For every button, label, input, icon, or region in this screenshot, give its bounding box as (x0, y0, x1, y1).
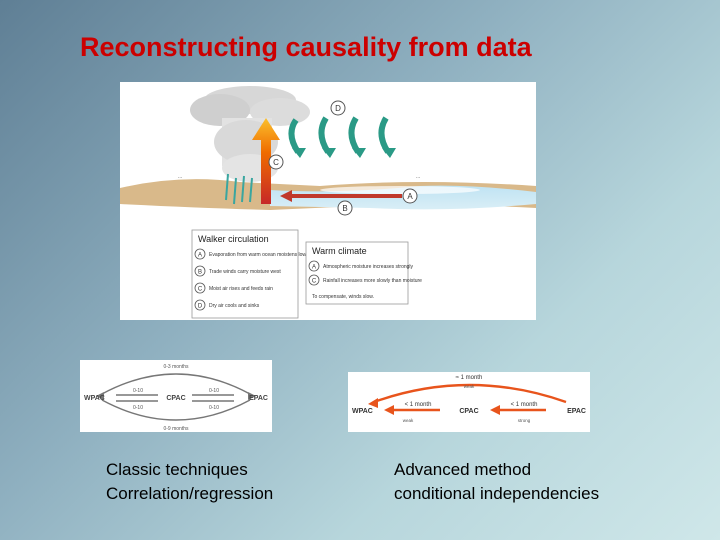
sinking-air-arrows (288, 116, 391, 154)
legend-walker-item-text: Trade winds carry moisture west (209, 269, 281, 275)
rain-streaks (225, 173, 253, 205)
legend-warm-item-text: Atmospheric moisture increases strongly (323, 264, 414, 270)
advanced-left-label: < 1 month (405, 402, 432, 408)
classic-left-lower-label: 0-10 (133, 405, 143, 411)
classic-top-label: 0-3 months (163, 364, 189, 370)
advanced-arrow-heads (368, 398, 500, 415)
advanced-top-label: ≈ 1 month (456, 375, 483, 381)
sinking-arrow-heads (292, 148, 396, 158)
legend-walker-item-c: C Moist air rises and feeds rain (194, 282, 273, 294)
advanced-right-label: < 1 month (511, 402, 538, 408)
legend-warm-item-text: Rainfall increases more slowly than mois… (323, 278, 422, 284)
advanced-network-graph: ≈ 1 month weak WPAC CPAC EPAC < 1 month … (352, 375, 586, 423)
advanced-link-arrows (373, 383, 567, 412)
legend-warm-item-marker: A (312, 265, 316, 271)
legend-walker-circulation: Walker circulation (191, 229, 299, 319)
svg-text:C: C (273, 158, 279, 167)
legend-walker-item-d: D Dry air cools and sinks (194, 299, 260, 311)
advanced-top-strength: weak (464, 384, 475, 389)
marker-a: A (402, 188, 418, 204)
classic-network-diagram: 0-3 months 0-9 months WPAC CPAC EPAC 0-1… (80, 360, 272, 432)
svg-text:A: A (407, 192, 413, 201)
legend-walker-item-marker: A (198, 253, 202, 259)
classic-right-lower-label: 0-10 (209, 405, 219, 411)
classic-bottom-label: 0-9 months (163, 426, 189, 432)
classic-network-graph: 0-3 months 0-9 months WPAC CPAC EPAC 0-1… (84, 364, 268, 432)
classic-node-west: WPAC (84, 395, 105, 402)
svg-text:To compensate, winds slow.: To compensate, winds slow. (312, 294, 374, 300)
rising-air-arrow (252, 118, 280, 204)
classic-right-upper-label: 0-10 (209, 388, 219, 394)
legend-walker-item-text: Dry air cools and sinks (209, 303, 260, 309)
legend-walker-item-text: Evaporation from warm ocean moistens low… (209, 252, 338, 258)
advanced-node-west: WPAC (352, 408, 373, 415)
legend-warm-item-a: A Atmospheric moisture increases strongly (308, 260, 414, 272)
marker-b: B (337, 200, 353, 216)
classic-node-center: CPAC (166, 395, 185, 402)
walker-circulation-illustration: D C B A ... ... Walker circulation A Evap… (120, 86, 536, 319)
legend-warm-item-marker: C (312, 279, 317, 285)
svg-text:Warm climate: Warm climate (312, 246, 367, 256)
legend-walker-item-a: A Evaporation from warm ocean moistens lo… (194, 248, 338, 260)
advanced-network-diagram: ≈ 1 month weak WPAC CPAC EPAC < 1 month … (348, 372, 590, 432)
classic-node-east: EPAC (249, 395, 268, 402)
caption-right-line2: conditional independencies (394, 484, 600, 503)
legend-walker-item-marker: C (198, 287, 203, 293)
classic-arrow-heads (96, 392, 256, 400)
walker-circulation-figure: D C B A ... ... Walker circulation A Evap… (120, 82, 536, 320)
legend-warm-climate: Warm climate To compensate, winds slow. (305, 241, 409, 305)
legend-walker-item-marker: B (198, 270, 202, 276)
marker-d: D (330, 100, 346, 116)
svg-text:D: D (335, 104, 341, 113)
trade-winds-arrow (280, 190, 402, 202)
svg-text:B: B (342, 204, 347, 213)
legend-walker-item-marker: D (198, 304, 203, 310)
marker-c: C (268, 154, 284, 170)
caption-left-line1: Classic techniques (106, 460, 248, 479)
advanced-node-center: CPAC (459, 408, 478, 415)
legend-walker-item-b: B Trade winds carry moisture west (194, 265, 281, 277)
svg-text:Walker circulation: Walker circulation (198, 234, 269, 244)
legend-walker-item-text: Moist air rises and feeds rain (209, 286, 273, 292)
legend-warm-item-c: C Rainfall increases more slowly than moi… (308, 274, 422, 286)
classic-left-upper-label: 0-10 (133, 388, 143, 394)
caption-right-line1: Advanced method (394, 460, 532, 479)
caption-advanced-method: Advanced method conditional independenci… (394, 458, 599, 506)
advanced-node-east: EPAC (567, 408, 586, 415)
map-label-west: ... (178, 174, 182, 180)
advanced-right-strength: strong (518, 418, 531, 423)
slide-title: Reconstructing causality from data (80, 32, 532, 62)
advanced-left-strength: weak (403, 418, 414, 423)
caption-left-line2: Correlation/regression (106, 484, 274, 503)
map-label-east: ... (416, 174, 420, 180)
classic-link-arcs (101, 373, 251, 421)
caption-classic-techniques: Classic techniques Correlation/regressio… (106, 458, 273, 506)
